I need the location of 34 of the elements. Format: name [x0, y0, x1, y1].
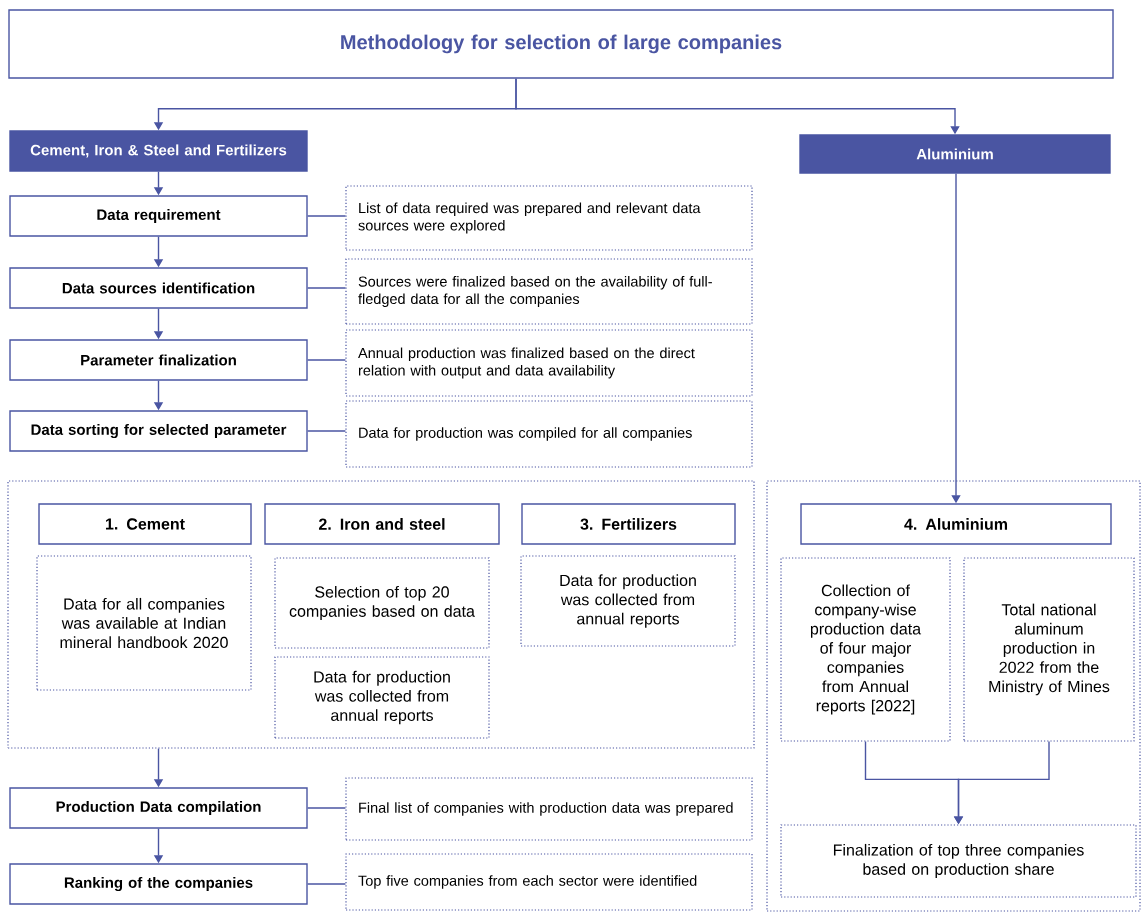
step-box: Data sources identification: [9, 267, 308, 309]
step-box: Production Data compilation: [9, 787, 308, 829]
category-box: Aluminium: [799, 134, 1111, 174]
note-box: Final list of companies with production data was prepared: [345, 777, 753, 841]
note-box: List of data required was prepared and relevant data sources were explored: [345, 185, 753, 251]
note-box: Data for production was collected from annual reports: [274, 656, 490, 739]
note-box: Annual production was finalized based on the direct relation with output and data availability: [345, 329, 753, 397]
note-box: Data for all companies was available at Indian mineral handbook 2020: [36, 555, 252, 691]
connector-line: [307, 883, 347, 885]
step-box: Parameter finalization: [9, 339, 308, 381]
note-box: Finalization of top three companies based on production share: [780, 824, 1137, 898]
title-box: Methodology for selection of large companies: [8, 9, 1114, 79]
note-box: Data for production was compiled for all companies: [345, 400, 753, 468]
category-box: Cement, Iron & Steel and Fertilizers: [9, 130, 308, 172]
note-box: Top five companies from each sector were identified: [345, 853, 753, 911]
note-box: Collection of company-wise production data of four major companies from Annual reports [2022]: [780, 557, 951, 742]
step-box: 3. Fertilizers: [521, 503, 736, 545]
step-box: Data requirement: [9, 195, 308, 237]
step-box: Ranking of the companies: [9, 863, 308, 905]
connector-line: [307, 287, 347, 289]
note-box: Data for production was collected from annual reports: [520, 555, 736, 647]
connector-line: [307, 430, 347, 432]
group-frame: [7, 480, 755, 749]
connector-line: [307, 359, 347, 361]
note-box: Selection of top 20 companies based on data: [274, 557, 490, 649]
step-box: 1. Cement: [38, 503, 252, 545]
step-box: Data sorting for selected parameter: [9, 410, 308, 452]
connector-line: [307, 807, 347, 809]
step-box: 4. Aluminium: [800, 503, 1112, 545]
connector-line: [307, 215, 347, 217]
group-frame: [766, 480, 1141, 912]
note-box: Sources were finalized based on the availability of full-fledged data for all the companies: [345, 258, 753, 325]
note-box: Total national aluminum production in 2022 from the Ministry of Mines: [963, 557, 1135, 742]
step-box: 2. Iron and steel: [264, 503, 500, 545]
